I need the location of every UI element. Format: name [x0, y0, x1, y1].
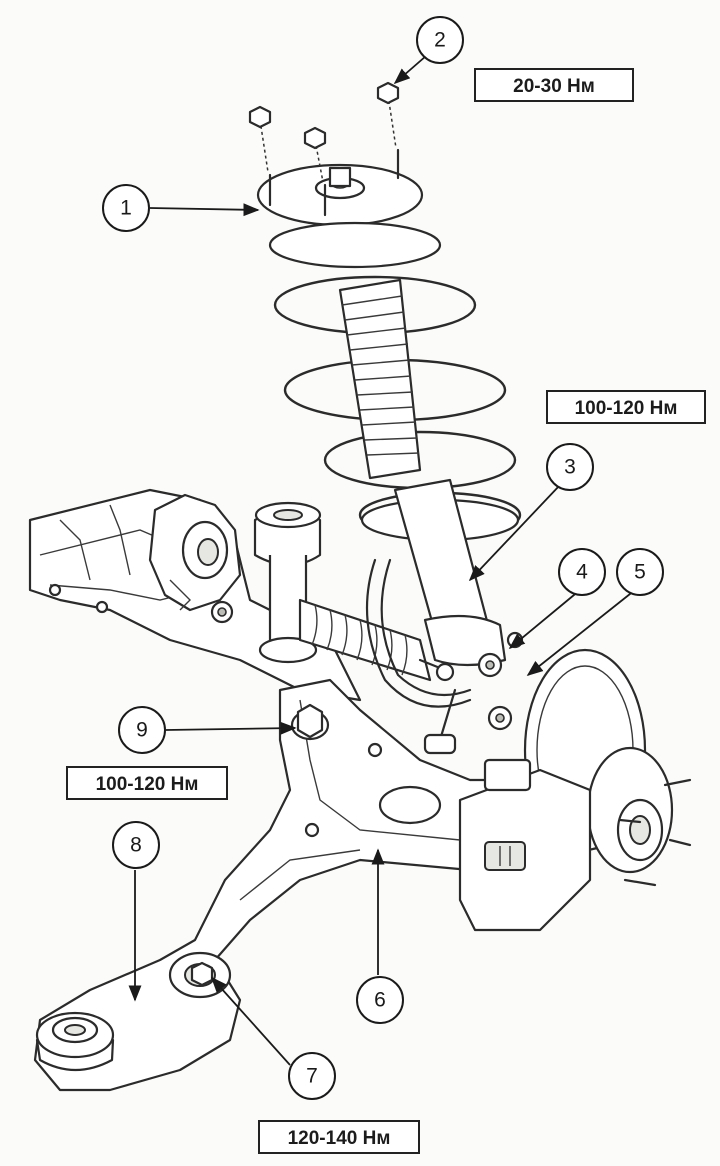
torque-label-ball-joint: 100-120 Нм — [66, 766, 228, 800]
steering-rack — [253, 501, 455, 682]
svg-text:1: 1 — [120, 197, 132, 220]
callout-3: 3 — [546, 443, 594, 491]
svg-text:4: 4 — [576, 561, 588, 584]
callout-1: 1 — [102, 184, 150, 232]
engine-mount — [148, 493, 242, 624]
strut-assembly — [248, 81, 524, 731]
callout-8: 8 — [112, 821, 160, 869]
svg-text:6: 6 — [374, 989, 386, 1012]
stabilizer-link — [365, 558, 472, 755]
callout-4: 4 — [558, 548, 606, 596]
svg-text:5: 5 — [634, 561, 646, 584]
svg-text:2: 2 — [434, 29, 446, 52]
torque-label-lower-arm-bushing: 120-140 Нм — [258, 1120, 420, 1154]
svg-text:8: 8 — [130, 834, 142, 857]
svg-text:3: 3 — [564, 456, 576, 479]
hub-brake-assembly — [458, 648, 692, 932]
callout-6: 6 — [356, 976, 404, 1024]
callout-9: 9 — [118, 706, 166, 754]
svg-text:9: 9 — [136, 719, 148, 742]
callout-5: 5 — [616, 548, 664, 596]
callout-leaders — [128, 55, 636, 1066]
torque-label-strut-knuckle: 100-120 Нм — [546, 390, 706, 424]
callout-2: 2 — [416, 16, 464, 64]
svg-text:7: 7 — [306, 1065, 318, 1088]
callout-7: 7 — [288, 1052, 336, 1100]
torque-label-top-mount: 20-30 Нм — [474, 68, 634, 102]
